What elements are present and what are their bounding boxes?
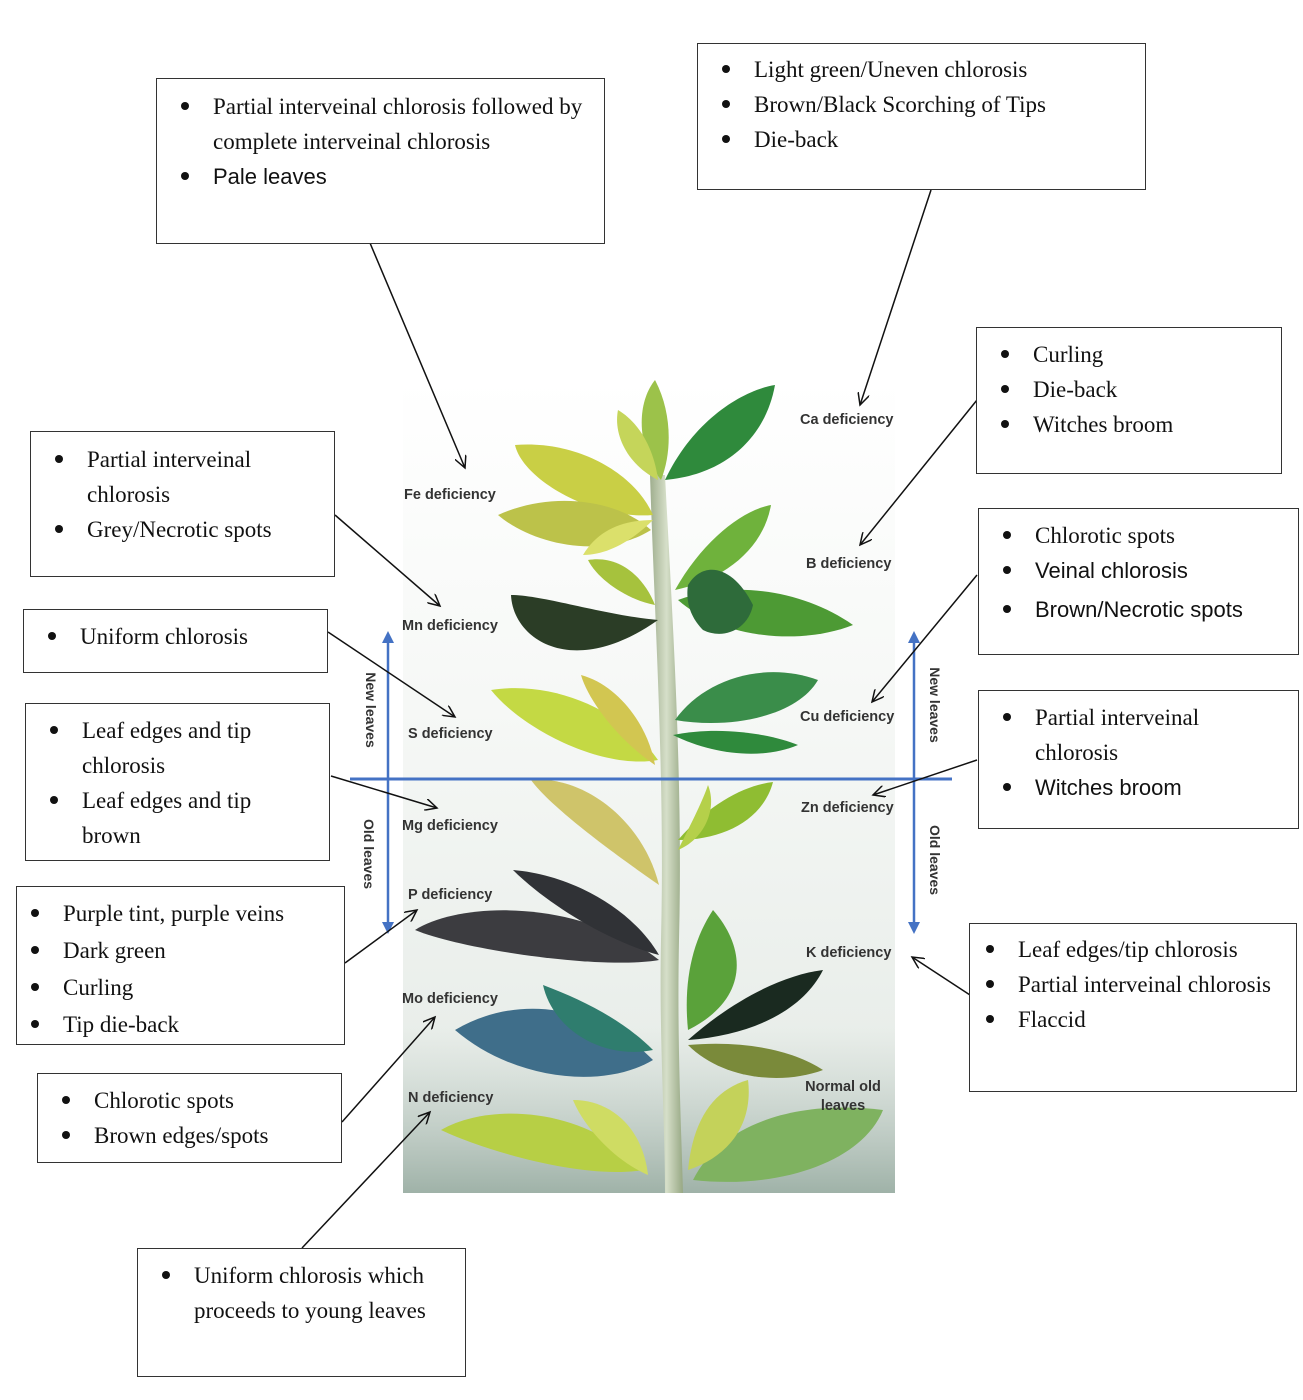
- arrow-k: [912, 957, 971, 996]
- label-mn-deficiency: Mn deficiency: [402, 618, 498, 634]
- leaf-mn-1: [511, 595, 658, 651]
- ca-symptom-3: Die-back: [712, 122, 1131, 157]
- label-old-leaves-left: Old leaves: [361, 818, 378, 890]
- arrow-p: [344, 910, 417, 964]
- p-symptom-1: Purple tint, purple veins: [21, 896, 330, 931]
- mg-symptom-box: Leaf edges and tip chlorosis Leaf edges …: [25, 703, 330, 861]
- p-symptom-2: Dark green: [21, 933, 330, 968]
- leaf-mg-1: [531, 779, 659, 885]
- leaf-zn-2: [678, 785, 712, 850]
- leaf-ca-1: [665, 385, 775, 480]
- arrow-mo: [341, 1017, 435, 1123]
- mo-symptom-2: Brown edges/spots: [52, 1118, 327, 1153]
- n-symptom-1: Uniform chlorosis which proceeds to youn…: [152, 1258, 451, 1328]
- k-symptom-3: Flaccid: [976, 1002, 1282, 1037]
- label-old-leaves-right: Old leaves: [927, 824, 944, 896]
- s-symptom-1: Uniform chlorosis: [38, 619, 313, 654]
- ca-symptom-2: Brown/Black Scorching of Tips: [712, 87, 1131, 122]
- arrow-n: [301, 1112, 430, 1249]
- leaf-p-1: [415, 910, 659, 963]
- arrow-b: [860, 399, 978, 545]
- leaf-ca-3: [617, 410, 658, 480]
- label-p-deficiency: P deficiency: [408, 887, 493, 903]
- leaf-b-1: [675, 505, 771, 590]
- leaf-mo-2: [543, 985, 653, 1052]
- label-new-leaves-right: New leaves: [926, 667, 943, 743]
- fe-symptom-box: Partial interveinal chlorosis followed b…: [156, 78, 605, 244]
- p-symptom-box: Purple tint, purple veins Dark green Cur…: [16, 886, 345, 1045]
- label-mo-deficiency: Mo deficiency: [402, 991, 498, 1007]
- plant-illustration: [403, 380, 895, 1193]
- zn-symptom-2: Witches broom: [993, 770, 1284, 805]
- arrow-mn: [334, 514, 440, 606]
- fe-symptom-1: Partial interveinal chlorosis followed b…: [171, 89, 590, 159]
- label-k-deficiency: K deficiency: [806, 945, 892, 961]
- label-ca-deficiency: Ca deficiency: [800, 412, 894, 428]
- leaf-normal-2: [688, 1080, 749, 1170]
- leaf-cu-1: [675, 672, 818, 724]
- mn-symptom-box: Partial interveinal chlorosis Grey/Necro…: [30, 431, 335, 577]
- ca-symptom-1: Light green/Uneven chlorosis: [712, 52, 1131, 87]
- arrow-fe: [369, 242, 465, 468]
- leaf-fe-3: [583, 520, 653, 555]
- arrow-zn: [873, 759, 978, 795]
- label-fe-deficiency: Fe deficiency: [404, 487, 496, 503]
- b-symptom-3: Witches broom: [991, 407, 1267, 442]
- b-symptom-2: Die-back: [991, 372, 1267, 407]
- leaf-n-1: [441, 1113, 643, 1172]
- label-normal-old-leaves: Normal old leaves: [805, 1079, 881, 1114]
- leaf-mn-2: [588, 559, 655, 605]
- zn-symptom-1: Partial interveinal chlorosis: [993, 700, 1284, 770]
- label-mg-deficiency: Mg deficiency: [402, 818, 498, 834]
- label-s-deficiency: S deficiency: [408, 726, 493, 742]
- leaf-b-3: [687, 569, 753, 634]
- mn-symptom-2: Grey/Necrotic spots: [45, 512, 320, 547]
- fe-symptom-2: Pale leaves: [171, 159, 590, 194]
- label-cu-deficiency: Cu deficiency: [800, 709, 895, 725]
- arrow-cu: [872, 574, 978, 702]
- arrow-mg: [330, 775, 437, 808]
- label-n-deficiency: N deficiency: [408, 1090, 494, 1106]
- label-b-deficiency: B deficiency: [806, 556, 892, 572]
- arrow-ca: [860, 189, 932, 405]
- leaf-fe-1: [515, 444, 653, 516]
- leaf-cu-2: [673, 730, 798, 754]
- ca-symptom-box: Light green/Uneven chlorosis Brown/Black…: [697, 43, 1146, 190]
- arrow-s: [327, 631, 455, 717]
- k-symptom-1: Leaf edges/tip chlorosis: [976, 932, 1282, 967]
- mn-symptom-1: Partial interveinal chlorosis: [45, 442, 320, 512]
- leaf-p-2: [513, 870, 659, 955]
- k-symptom-2: Partial interveinal chlorosis: [976, 967, 1282, 1002]
- plant-photo: [403, 380, 895, 1193]
- cu-symptom-2: Veinal chlorosis: [993, 553, 1284, 588]
- n-symptom-box: Uniform chlorosis which proceeds to youn…: [137, 1248, 466, 1377]
- b-symptom-box: Curling Die-back Witches broom: [976, 327, 1282, 474]
- label-new-leaves-left: New leaves: [362, 672, 379, 748]
- k-symptom-box: Leaf edges/tip chlorosis Partial interve…: [969, 923, 1297, 1092]
- zn-symptom-box: Partial interveinal chlorosis Witches br…: [978, 690, 1299, 829]
- mo-symptom-1: Chlorotic spots: [52, 1083, 327, 1118]
- leaf-s-2: [581, 675, 655, 765]
- s-symptom-box: Uniform chlorosis: [23, 609, 328, 673]
- mg-symptom-1: Leaf edges and tip chlorosis: [40, 713, 315, 783]
- leaf-n-2: [573, 1100, 648, 1175]
- mg-symptom-2: Leaf edges and tip brown: [40, 783, 315, 853]
- p-symptom-4: Tip die-back: [21, 1007, 330, 1042]
- p-symptom-3: Curling: [21, 970, 330, 1005]
- cu-symptom-3: Brown/Necrotic spots: [993, 592, 1284, 627]
- b-symptom-1: Curling: [991, 337, 1267, 372]
- cu-symptom-1: Chlorotic spots: [993, 518, 1284, 553]
- cu-symptom-box: Chlorotic spots Veinal chlorosis Brown/N…: [978, 508, 1299, 655]
- leaf-k-2: [688, 970, 823, 1040]
- leaf-normal-1: [693, 1107, 883, 1182]
- leaf-k-3: [688, 1043, 823, 1078]
- label-zn-deficiency: Zn deficiency: [801, 800, 894, 816]
- leaf-s-1: [491, 688, 658, 762]
- leaf-k-1: [686, 910, 737, 1030]
- mo-symptom-box: Chlorotic spots Brown edges/spots: [37, 1073, 342, 1163]
